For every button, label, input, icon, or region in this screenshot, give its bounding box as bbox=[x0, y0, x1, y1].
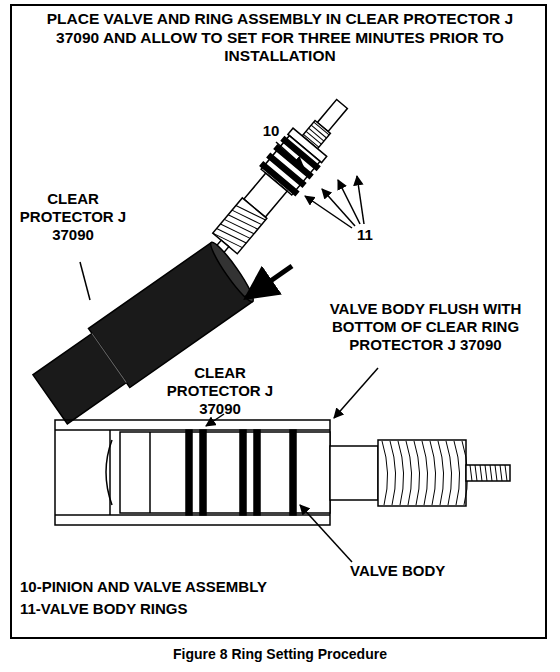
legend-text: 11-VALVE BODY RINGS bbox=[20, 600, 420, 618]
note-label: VALVE BODY FLUSH WITH BOTTOM OF CLEAR RI… bbox=[318, 300, 533, 354]
leader-line bbox=[276, 142, 303, 166]
pinion-section bbox=[330, 440, 510, 506]
part-label: VALVE BODY bbox=[350, 562, 480, 580]
figure-frame bbox=[11, 5, 546, 638]
legend-text: 10-PINION AND VALVE ASSEMBLY bbox=[20, 578, 420, 596]
part-label: CLEAR PROTECTOR J 37090 bbox=[160, 364, 280, 418]
leader-line bbox=[305, 176, 364, 228]
callout-number: 11 bbox=[350, 226, 380, 244]
valve-body-section bbox=[120, 430, 330, 515]
leader-line bbox=[80, 262, 90, 300]
part-label: CLEAR PROTECTOR J 37090 bbox=[18, 190, 128, 244]
instruction-note: PLACE VALVE AND RING ASSEMBLY IN CLEAR P… bbox=[30, 10, 530, 66]
leader-line bbox=[300, 505, 352, 562]
protector-cross-section bbox=[55, 420, 330, 525]
figure-caption: Figure 8 Ring Setting Procedure bbox=[60, 646, 500, 663]
leader-line bbox=[334, 368, 378, 418]
callout-number: 10 bbox=[256, 122, 286, 140]
direction-arrow bbox=[246, 266, 292, 298]
